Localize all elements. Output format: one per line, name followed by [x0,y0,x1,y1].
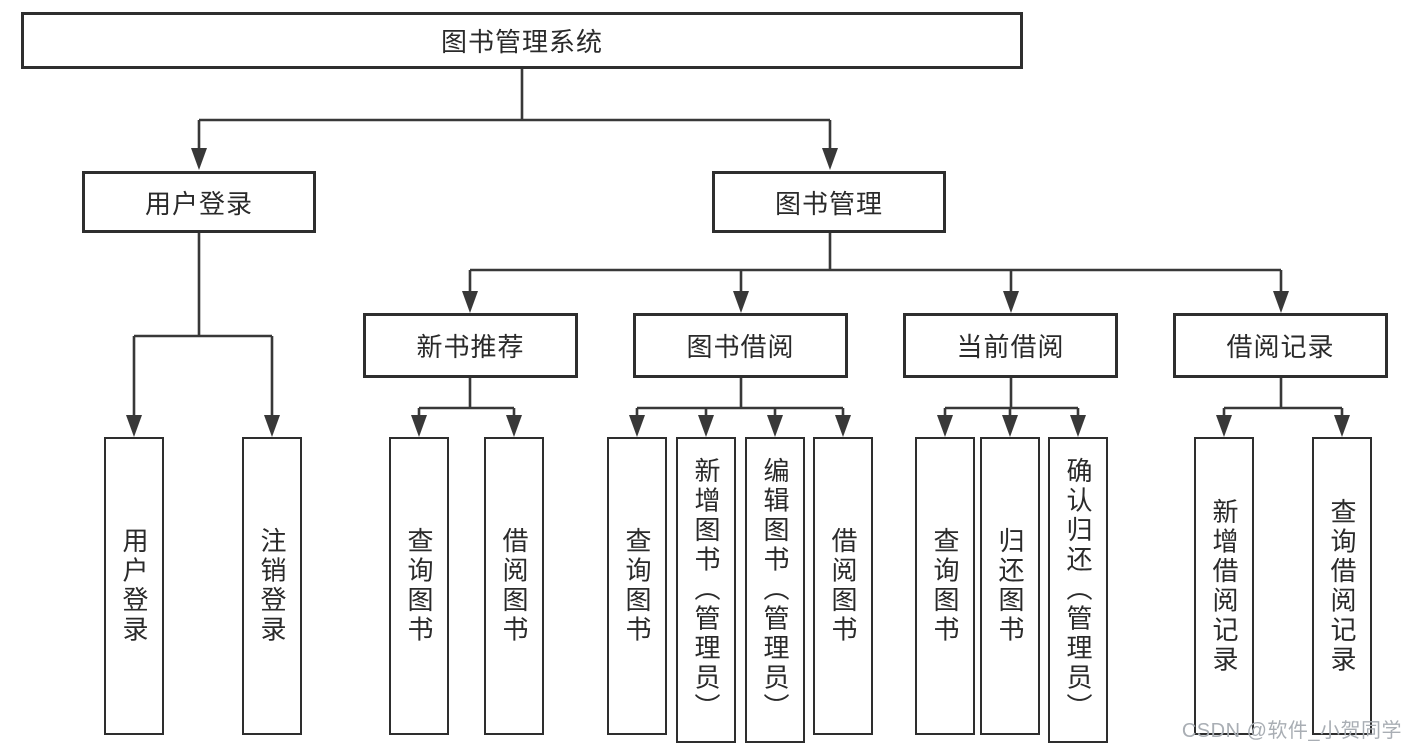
arrowhead-icon [191,148,207,170]
arrowhead-icon [1216,415,1232,437]
watermark: CSDN @软件_小贺同学 [1181,720,1402,742]
arrowhead-icon [767,415,783,437]
leaf-return-books: 归还图书 [980,437,1040,735]
connector-path [132,69,1344,418]
leaf-query-books-borrowing: 查询图书 [607,437,667,735]
arrowhead-icon [937,415,953,437]
leaf-borrow-books-recommend-label: 借阅图书 [499,527,529,645]
node-book-management: 图书管理 [712,171,946,233]
arrowhead-icon [698,415,714,437]
leaf-query-books-recommend-label: 查询图书 [404,527,434,645]
node-book-borrowing-label: 图书借阅 [686,332,795,362]
arrowhead-icon [411,415,427,437]
node-user-login-label: 用户登录 [144,188,253,219]
leaf-logout-label: 注销登录 [257,527,287,645]
leaf-user-login-label: 用户登录 [119,527,149,645]
node-user-login: 用户登录 [82,171,316,233]
arrowheads [126,148,1350,437]
arrowhead-icon [1273,291,1289,313]
arrowhead-icon [733,291,749,313]
node-book-management-label: 图书管理 [774,188,883,219]
leaf-query-books-current-label: 查询图书 [930,527,960,645]
node-borrow-records-label: 借阅记录 [1226,332,1335,362]
arrowhead-icon [822,148,838,170]
node-borrow-records: 借阅记录 [1173,313,1388,378]
node-current-borrowing: 当前借阅 [903,313,1118,378]
leaf-borrow-books: 借阅图书 [813,437,873,735]
node-new-book-recommend-label: 新书推荐 [416,332,525,362]
leaf-add-borrow-record-label: 新增借阅记录 [1209,497,1239,675]
arrowhead-icon [835,415,851,437]
leaf-add-book-admin: 新增图书（管理员） [676,437,736,743]
leaf-query-books-borrowing-label: 查询图书 [622,527,652,645]
leaf-borrow-books-recommend: 借阅图书 [484,437,544,735]
leaf-edit-book-admin-label: 编辑图书（管理员） [760,457,790,723]
node-library-system-label: 图书管理系统 [440,27,603,57]
arrowhead-icon [462,291,478,313]
leaf-confirm-return-admin: 确认归还（管理员） [1048,437,1108,743]
leaf-query-borrow-record-label: 查询借阅记录 [1327,497,1357,675]
arrowhead-icon [1070,415,1086,437]
leaf-edit-book-admin: 编辑图书（管理员） [745,437,805,743]
node-library-system: 图书管理系统 [21,12,1023,69]
arrowhead-icon [1003,291,1019,313]
arrowhead-icon [264,415,280,437]
leaf-add-borrow-record: 新增借阅记录 [1194,437,1254,735]
arrowhead-icon [629,415,645,437]
leaf-add-book-admin-label: 新增图书（管理员） [691,457,721,723]
leaf-return-books-label: 归还图书 [995,527,1025,645]
leaf-query-borrow-record: 查询借阅记录 [1312,437,1372,735]
arrowhead-icon [1002,415,1018,437]
leaf-user-login: 用户登录 [104,437,164,735]
node-book-borrowing: 图书借阅 [633,313,848,378]
leaf-query-books-current: 查询图书 [915,437,975,735]
leaf-borrow-books-label: 借阅图书 [828,527,858,645]
arrowhead-icon [506,415,522,437]
leaf-confirm-return-admin-label: 确认归还（管理员） [1063,457,1093,723]
node-new-book-recommend: 新书推荐 [363,313,578,378]
leaf-query-books-recommend: 查询图书 [389,437,449,735]
arrowhead-icon [1334,415,1350,437]
leaf-logout: 注销登录 [242,437,302,735]
node-current-borrowing-label: 当前借阅 [956,332,1065,362]
arrowhead-icon [126,415,142,437]
